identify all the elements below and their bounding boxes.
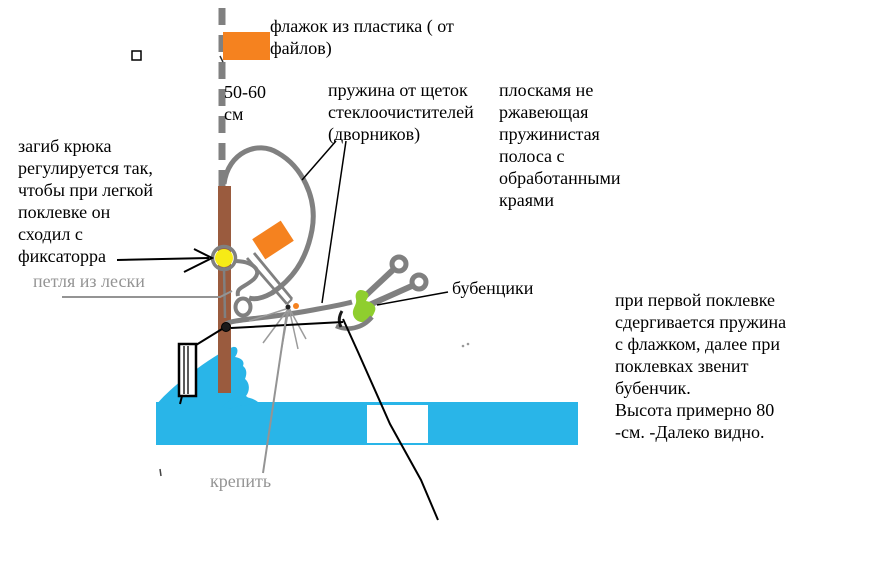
fixer-bead <box>215 249 233 267</box>
pointer-bells <box>376 291 449 306</box>
small-square-mark <box>131 50 142 61</box>
pointer-spring-to-loop <box>301 140 337 181</box>
bell-rod-2 <box>365 282 416 309</box>
pointer-spring-to-rod <box>321 140 347 304</box>
speck-1 <box>461 344 465 348</box>
pivot-dot <box>221 322 231 332</box>
bells-holder <box>352 290 376 323</box>
line-dot-to-reel <box>195 328 223 346</box>
bell-ring-1 <box>389 254 409 274</box>
strip-label: плоскамя не ржавеющая пружинистая полоса… <box>499 80 621 210</box>
strip-end-arc <box>335 315 374 331</box>
bells-label: бубенцики <box>452 278 534 298</box>
bell-ring-2 <box>409 272 429 292</box>
hook-label: загиб крюка регулируется так, чтобы при … <box>18 136 154 266</box>
line-loop-ring <box>233 296 253 318</box>
note-label: при первой поклевке сдергивается пружина… <box>615 290 787 442</box>
flag-label: флажок из пластика ( от файлов) <box>270 16 454 58</box>
pointer-attach <box>262 311 288 474</box>
pointer-line-loop <box>62 290 233 298</box>
reel-tail <box>179 395 183 405</box>
line-horizontal <box>230 321 344 329</box>
hook-shaft-end <box>286 298 293 305</box>
attach-label: крепить <box>210 471 272 491</box>
junction-knot <box>285 304 291 310</box>
ice-wave <box>222 397 258 409</box>
speck-2 <box>466 342 470 346</box>
stick-wire <box>222 266 227 319</box>
line-long-diagonal <box>342 318 439 521</box>
line-loop-label: петля из лески <box>33 271 145 291</box>
height-label: 50-60 см <box>224 82 266 124</box>
ice-mound <box>156 346 254 405</box>
flag <box>223 32 270 60</box>
flag-tick <box>219 55 224 63</box>
spring-flag <box>252 220 294 260</box>
spring-strip-rod <box>224 299 353 327</box>
bell-rod-1 <box>360 265 398 301</box>
tiny-tick-mark <box>159 468 162 477</box>
junction-bead <box>293 303 299 309</box>
spring-loop <box>221 145 316 302</box>
fixer-arrow-head <box>183 248 215 273</box>
fixer-arrow-shaft <box>116 257 210 261</box>
strip-end-tick <box>337 310 344 328</box>
spring-label: пружина от щеток стеклоочистителей (двор… <box>328 80 474 144</box>
hook-squiggle <box>233 259 260 297</box>
hook-shaft-2 <box>252 252 294 300</box>
hook-shaft-1 <box>245 257 289 305</box>
